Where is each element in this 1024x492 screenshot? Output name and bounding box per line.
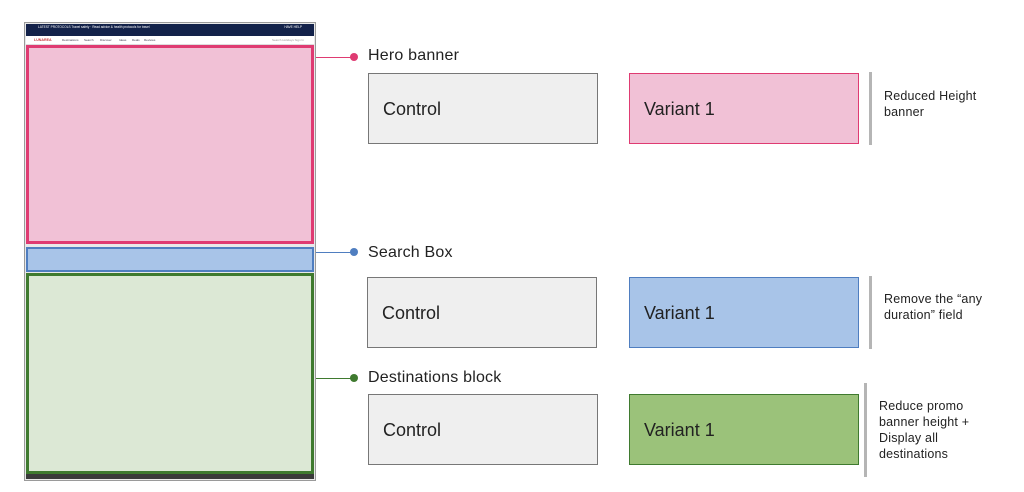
note-line: Reduced Height (884, 89, 977, 103)
mockup-nav-link: Reviews (144, 38, 156, 42)
note-line: banner height + (879, 415, 970, 429)
search-note-divider (869, 276, 872, 349)
dest-connector-dot (350, 374, 358, 382)
hero-note: Reduced Height banner (884, 88, 976, 120)
hero-banner-title: Hero banner (368, 47, 460, 64)
hero-connector-dot (350, 53, 358, 61)
dest-variant-box: Variant 1 (629, 394, 859, 465)
dest-control-box: Control (368, 394, 598, 465)
note-line: Display all (879, 431, 939, 445)
mockup-nav-link: Search (84, 38, 94, 42)
mockup-footer (26, 474, 314, 479)
mockup-logo: LUNAREA (34, 38, 52, 42)
note-line: Remove the “any (884, 292, 983, 306)
search-variant-box: Variant 1 (629, 277, 859, 348)
mockup-top-bar: LATEST PROTOCOLS Travel safely · Read ad… (26, 24, 314, 36)
note-line: Reduce promo (879, 399, 964, 413)
note-line: destinations (879, 447, 949, 461)
hero-variant-box: Variant 1 (629, 73, 859, 144)
dest-connector-line (316, 378, 354, 379)
search-box-title: Search Box (368, 244, 453, 261)
search-box-block (26, 247, 314, 272)
search-connector-line (316, 252, 354, 253)
destinations-block (26, 273, 314, 474)
search-note: Remove the “any duration” field (884, 291, 982, 323)
hero-control-box: Control (368, 73, 598, 144)
mockup-nav-link: Discover (100, 38, 112, 42)
mockup-top-bar-text: LATEST PROTOCOLS Travel safely · Read ad… (38, 25, 150, 29)
destinations-block-title: Destinations block (368, 369, 502, 386)
mockup-nav-link: Deals (132, 38, 140, 42)
note-line: banner (884, 105, 925, 119)
mockup-top-bar-help: HAVE HELP (284, 25, 302, 29)
hero-note-divider (869, 72, 872, 145)
mockup-nav-right: Search Holidays Sign In (271, 38, 304, 42)
mockup-nav-link: Destinations (62, 38, 79, 42)
search-control-box: Control (367, 277, 597, 348)
dest-note: Reduce promo banner height + Display all… (879, 398, 969, 462)
dest-note-divider (864, 383, 867, 477)
mockup-nav-link: Ideas (119, 38, 127, 42)
hero-banner-block (26, 45, 314, 244)
search-connector-dot (350, 248, 358, 256)
note-line: duration” field (884, 308, 963, 322)
hero-connector-line (316, 57, 354, 58)
mockup-nav-bar: LUNAREA Destinations Search Discover Ide… (26, 36, 314, 45)
